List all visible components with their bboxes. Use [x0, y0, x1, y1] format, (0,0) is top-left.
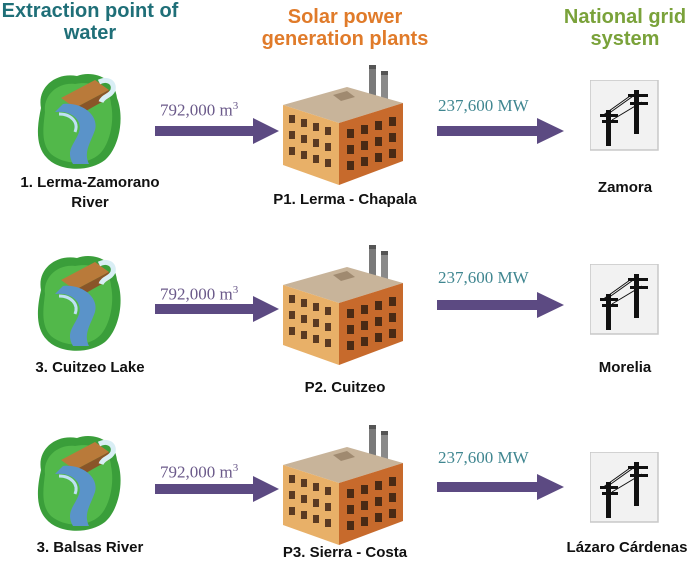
factory-icon: [283, 65, 403, 185]
water-arrow-2: [155, 296, 279, 322]
factory-icon: [283, 425, 403, 545]
plant-label-3: P3. Sierra - Costa: [282, 544, 408, 561]
water-arrow-3: [155, 476, 279, 502]
source-label-2: 3. Cuitzeo Lake: [35, 359, 145, 376]
source-label-1: 1. Lerma-Zamorano River: [20, 174, 160, 211]
power-line-icon: [590, 452, 659, 523]
power-arrow-2: [437, 292, 564, 318]
grid-label-3: Lázaro Cárdenas: [566, 539, 688, 556]
power-flow-label-2: 237,600 MW: [438, 268, 529, 287]
grid-column-header: National grid system: [563, 6, 687, 50]
grid-label-1: Zamora: [597, 179, 653, 196]
power-flow-label-3: 237,600 MW: [438, 448, 529, 467]
river-icon: [35, 430, 127, 536]
plant-label-2: P2. Cuitzeo: [304, 379, 386, 396]
power-line-icon: [590, 80, 659, 151]
river-icon: [35, 250, 127, 356]
river-icon: [35, 68, 127, 174]
power-flow-label-1: 237,600 MW: [438, 96, 529, 115]
grid-label-2: Morelia: [598, 359, 652, 376]
plants-column-header: Solar power generation plants: [261, 6, 429, 50]
power-arrow-1: [437, 118, 564, 144]
source-label-3: 3. Balsas River: [36, 539, 144, 556]
water-flow-label-1: 792,000 m3: [160, 100, 239, 120]
plant-label-1: P1. Lerma - Chapala: [273, 191, 417, 208]
factory-icon: [283, 245, 403, 365]
power-arrow-3: [437, 474, 564, 500]
water-flow-label-2: 792,000 m3: [160, 284, 239, 304]
water-flow-label-3: 792,000 m3: [160, 462, 239, 482]
water-arrow-1: [155, 118, 279, 144]
source-column-header: Extraction point of water: [1, 0, 179, 44]
power-line-icon: [590, 264, 659, 335]
